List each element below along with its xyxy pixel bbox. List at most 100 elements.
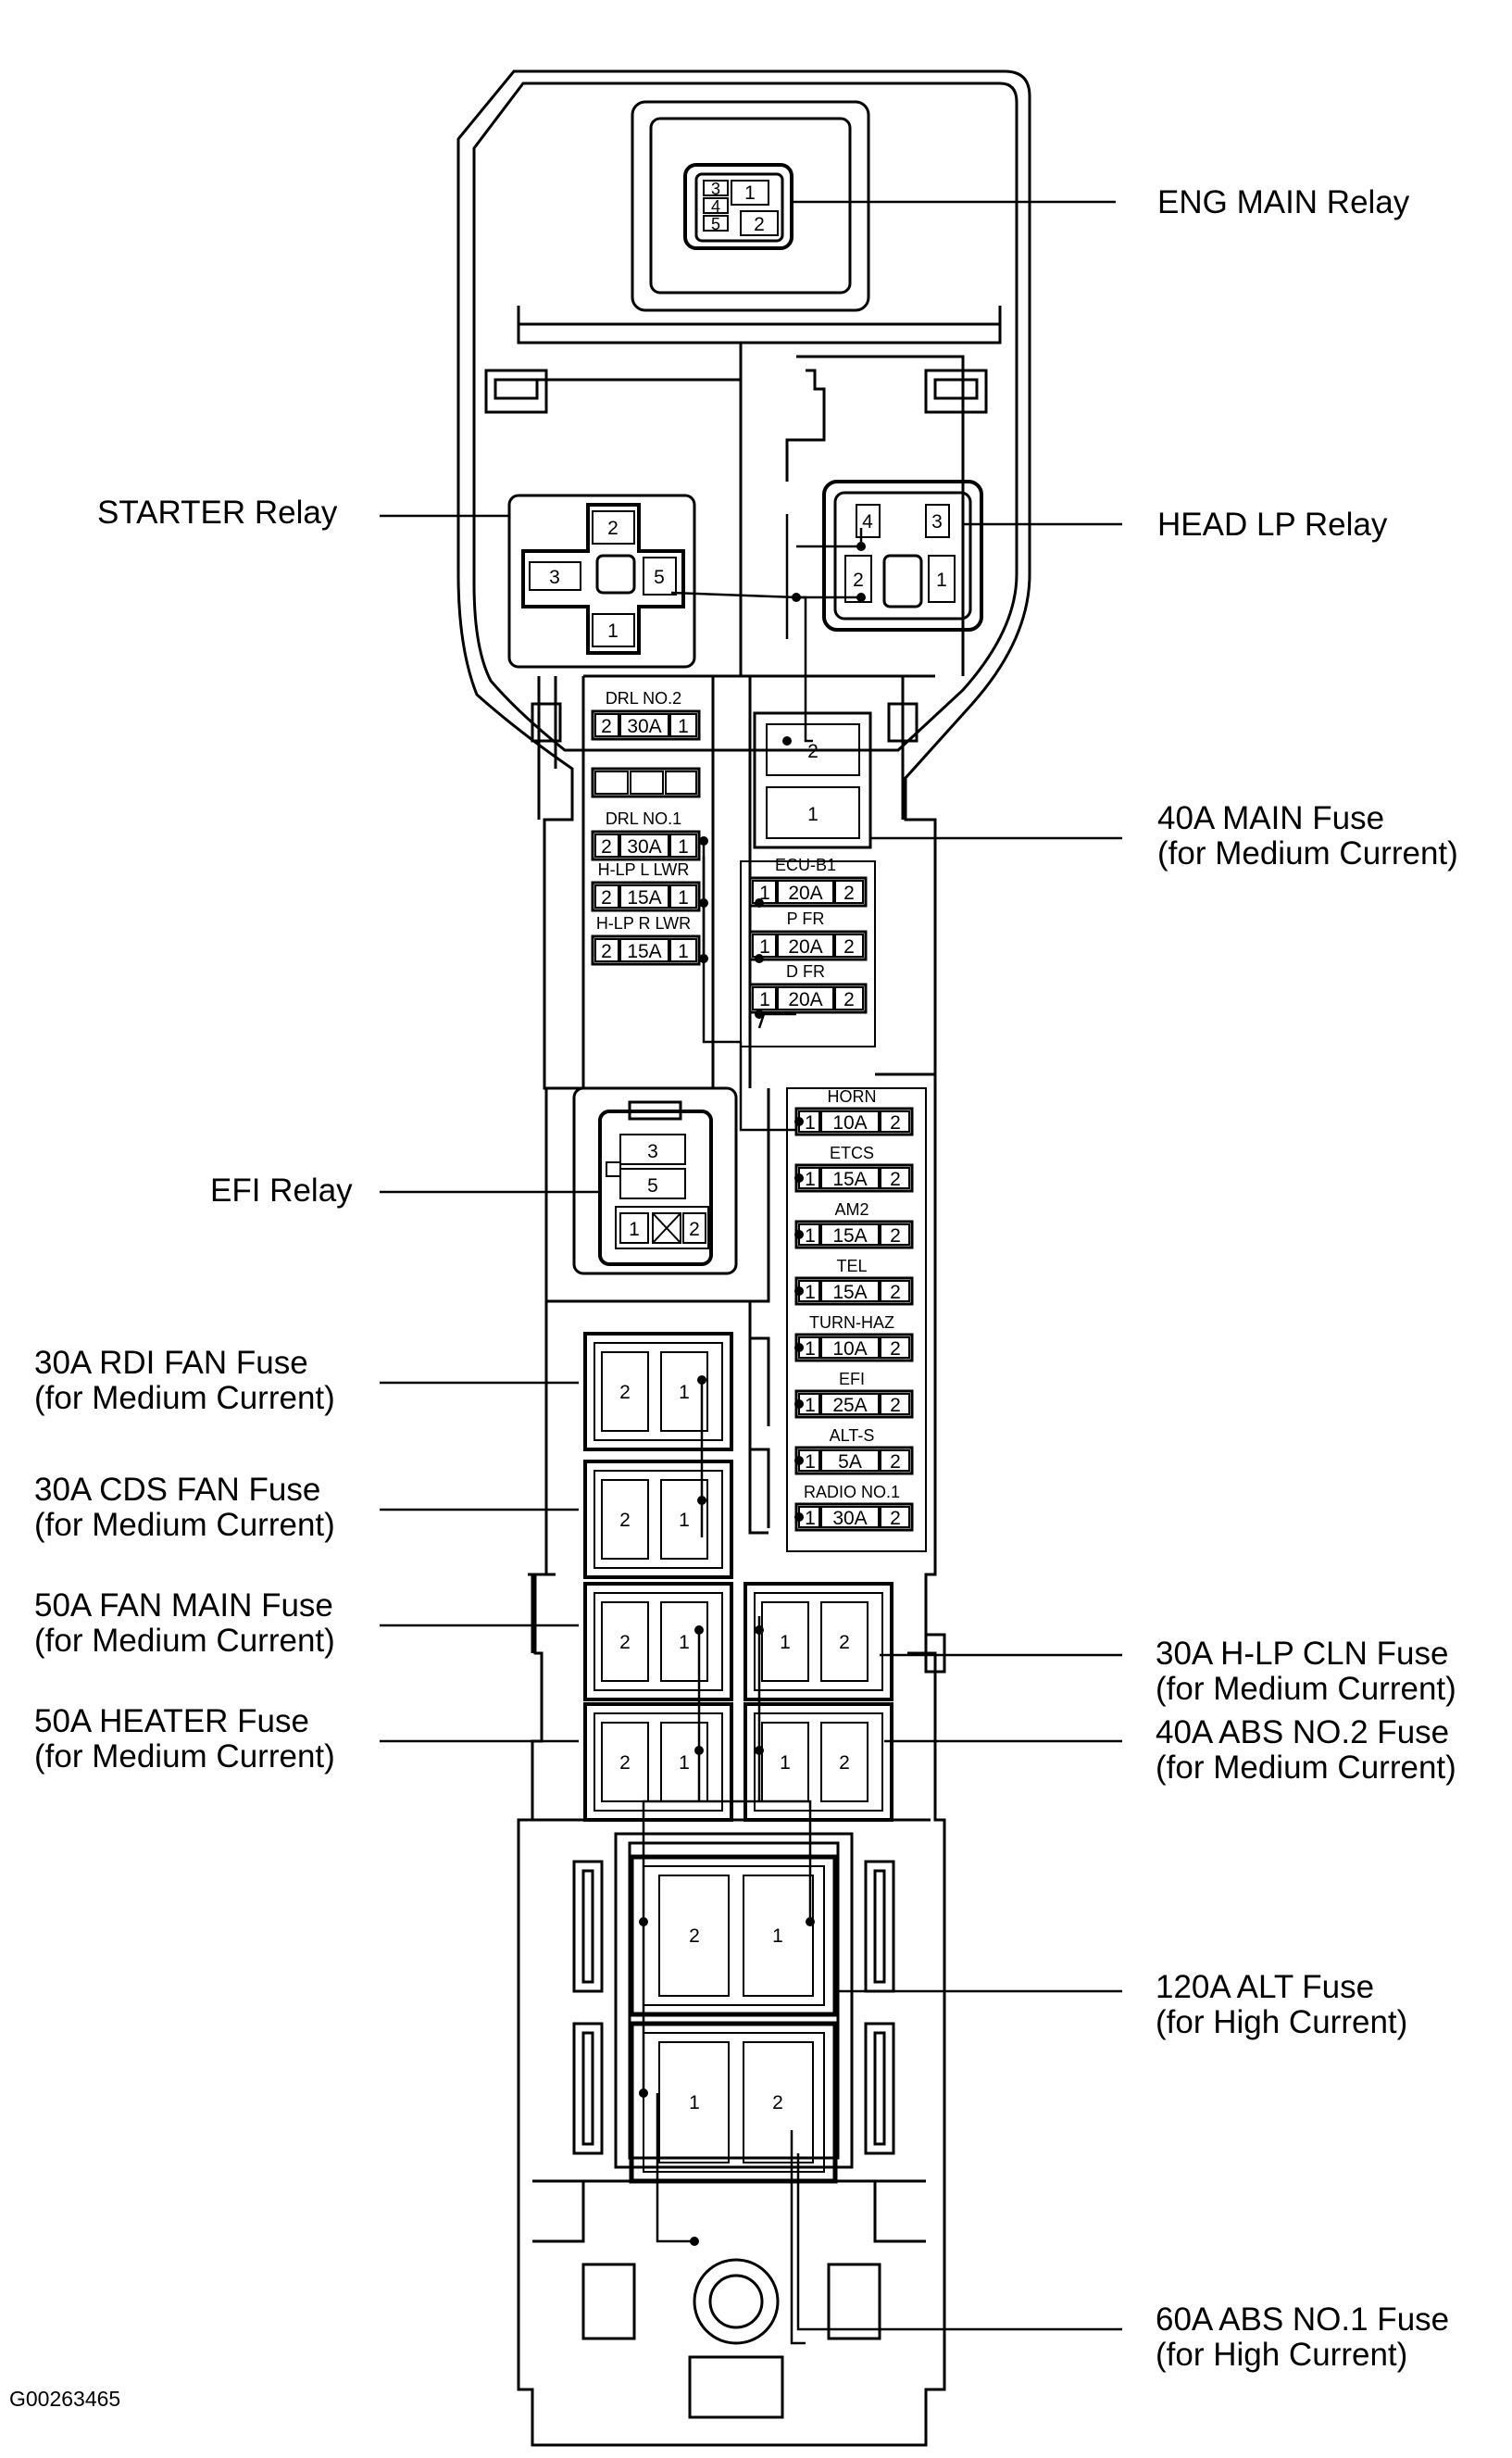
terminal-dot (755, 1625, 764, 1635)
pin-label: 2 (607, 518, 619, 539)
right-fuse-block (786, 1087, 927, 1552)
pin-slot (703, 197, 729, 214)
fuse-terminal (820, 1722, 868, 1802)
terminal-dot (794, 1230, 804, 1239)
hlp-cln-fuse-label: 30A H-LP CLN Fuse (1156, 1636, 1448, 1672)
pin-label: 2 (890, 1395, 901, 1416)
terminal-dot (794, 1173, 804, 1183)
pin-label: 1 (805, 1451, 816, 1473)
pin-label: 1 (679, 1752, 690, 1774)
fuse-cell (880, 1110, 910, 1133)
pin-label: 1 (780, 1752, 791, 1774)
hlp-cln-fuse (744, 1582, 893, 1701)
fuse-frame (754, 1712, 883, 1812)
pin-label: 1 (805, 1282, 816, 1303)
fuse-terminal (820, 1601, 868, 1682)
center-fuse-block (740, 860, 876, 1047)
fuse-rating: 20A (788, 883, 822, 904)
pin-slot (856, 504, 881, 538)
heater-fuse-label: (for Medium Current) (34, 1738, 335, 1775)
fuse-cell (752, 986, 777, 1010)
pin-slot (703, 180, 729, 196)
abs-no2-fuse-label: 40A ABS NO.2 Fuse (1156, 1714, 1449, 1750)
pin-label: 5 (711, 215, 720, 233)
fuse-name: DRL NO.2 (606, 689, 681, 708)
wire (796, 596, 813, 743)
wire (670, 591, 861, 599)
pin-label: 1 (759, 883, 770, 904)
fuse-terminal (766, 723, 860, 776)
abs-no2-fuse-label: (for Medium Current) (1156, 1749, 1456, 1786)
fuse-rating: 10A (832, 1338, 867, 1360)
efi-relay (598, 1110, 713, 1266)
pin-slot (928, 555, 956, 603)
fuse-name: HORN (828, 1087, 877, 1106)
pin-label: 2 (853, 570, 864, 591)
pin-slot (592, 613, 635, 647)
efi-relay-socket (572, 1086, 738, 1275)
fuse-rating: 5A (838, 1451, 862, 1473)
pin-label: 5 (647, 1175, 658, 1197)
fuse-rating: 15A (832, 1169, 867, 1190)
fuse-name: DRL NO.1 (606, 809, 681, 828)
pin-label: 1 (689, 2092, 700, 2113)
pin-label: 2 (772, 2092, 783, 2113)
fuse-name: ETCS (830, 1144, 874, 1162)
fuse-cell (880, 1393, 910, 1415)
fuse-cell (880, 1506, 910, 1528)
pin-label: 3 (711, 180, 720, 198)
terminal-dot (806, 1917, 815, 1926)
abs-no1-fuse-label: (for High Current) (1156, 2337, 1407, 2373)
fuse-cell (777, 880, 834, 904)
pin-label: 3 (549, 567, 560, 588)
pin-label: 2 (601, 716, 612, 737)
fuse-cell (752, 880, 777, 904)
fuse-cell (665, 771, 697, 795)
efi-relay-label: EFI Relay (210, 1173, 353, 1209)
fuse-cell (820, 1223, 880, 1246)
fuse-name: RADIO NO.1 (804, 1483, 900, 1501)
fuse-cell (880, 1280, 910, 1302)
pin-label: 2 (754, 214, 765, 235)
fuse-cell (820, 1280, 880, 1302)
fuse-terminal (743, 1875, 814, 1997)
pin-label: 1 (772, 1925, 783, 1947)
fuse-terminal (601, 1479, 649, 1560)
pin-label: 3 (931, 511, 943, 533)
terminal-dot (639, 2088, 648, 2098)
fuse-cell (834, 986, 864, 1010)
pin-label: 1 (807, 804, 818, 825)
pin-slot (844, 555, 872, 603)
pin-label: 2 (890, 1225, 901, 1247)
pin-label: 2 (689, 1219, 700, 1240)
fuse-name: H-LP R LWR (596, 914, 691, 933)
fuse-name: TEL (836, 1257, 867, 1275)
fuse-cell (880, 1223, 910, 1246)
fuse-cell (820, 1167, 880, 1189)
pin-label: 1 (679, 1382, 690, 1403)
fuse-terminal (601, 1351, 649, 1432)
fuse-terminal (761, 1601, 809, 1682)
eng-main-relay-label: ENG MAIN Relay (1157, 184, 1410, 220)
rdi-fan-fuse (583, 1332, 733, 1451)
wire (796, 528, 863, 548)
pin-label: 1 (759, 936, 770, 958)
terminal-dot (697, 1496, 706, 1505)
fan-main-fuse-label: 50A FAN MAIN Fuse (34, 1587, 333, 1624)
mini-fuse (591, 881, 701, 912)
fuse-cell (594, 771, 629, 795)
terminal-dot (782, 736, 792, 746)
figure-code: G00263465 (9, 2387, 120, 2411)
fuse-rating: 15A (627, 887, 661, 909)
wire (642, 1800, 812, 1922)
terminal-dot (794, 1512, 804, 1522)
terminal-dot (755, 1010, 764, 1019)
pin-label: 2 (843, 989, 855, 1010)
fuse-frame (594, 1592, 723, 1691)
pin-label: 2 (890, 1169, 901, 1190)
terminal-dot (755, 1746, 764, 1755)
head-lp-relay-label: HEAD LP Relay (1157, 507, 1388, 543)
fuse-cell (820, 1449, 880, 1472)
fuse-rating: 20A (788, 936, 822, 958)
pin-slot (592, 510, 635, 545)
